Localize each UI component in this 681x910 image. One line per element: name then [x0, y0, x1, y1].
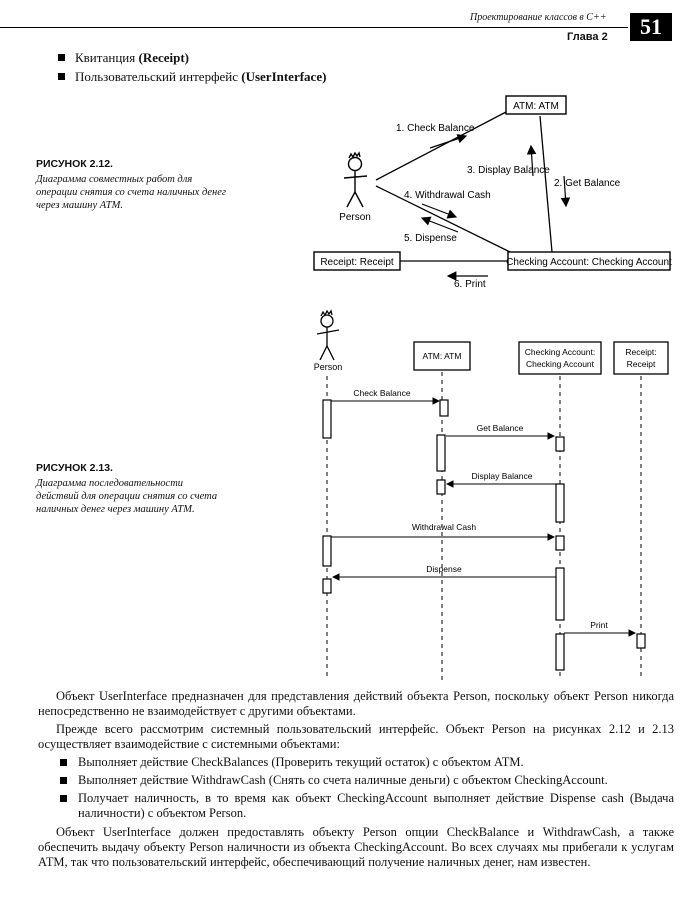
account-object-label: Checking Account: Checking Account [506, 257, 672, 268]
person-actor-icon [343, 151, 368, 208]
receipt-lifeline-box [613, 341, 669, 375]
activation-bar [436, 434, 446, 472]
bullet-square-icon [58, 54, 65, 61]
collaboration-diagram: ATM: ATM Receipt: Receipt Checking Accou… [313, 95, 672, 290]
seq-msg-print: Print [590, 620, 608, 630]
activation-bar [322, 399, 332, 439]
activation-bar [439, 399, 449, 417]
msg-print: 6. Print [454, 279, 486, 290]
bullet-square-icon [58, 73, 65, 80]
chapter-label: Глава 2 [567, 31, 608, 43]
msg-get-balance: 2. Get Balance [554, 178, 621, 189]
activation-bar [555, 483, 565, 523]
account-lifeline-label-2: Checking Account [526, 359, 595, 369]
body-text: Объект UserInterface предназначен для пр… [38, 689, 674, 873]
list-item: Получает наличность, в то время как объе… [60, 791, 674, 821]
atm-lifeline-box [413, 341, 471, 371]
msg-dispense: 5. Dispense [404, 233, 457, 244]
figure-2-13-caption: Диаграмма последовательности действий дл… [36, 478, 218, 515]
page-number: 51 [630, 13, 672, 41]
activation-bar [436, 479, 446, 495]
person-actor-icon [316, 309, 340, 361]
msg-display-balance: 3. Display Balance [467, 165, 550, 176]
activation-bar [555, 436, 565, 452]
atm-object-label: ATM: ATM [513, 101, 559, 112]
book-title: Проектирование классов в C++ [470, 12, 607, 23]
account-lifeline-label-1: Checking Account: [525, 347, 595, 357]
paragraph: Объект UserInterface должен предоставлят… [38, 825, 674, 869]
activation-bar [555, 567, 565, 621]
receipt-object-label: Receipt: Receipt [320, 257, 394, 268]
bullet-userinterface: Пользовательский интерфейс (UserInterfac… [58, 69, 326, 85]
header-rule [0, 27, 628, 28]
activation-bar [636, 633, 646, 649]
paragraph: Объект UserInterface предназначен для пр… [38, 689, 674, 718]
activation-bar [555, 633, 565, 671]
receipt-lifeline-label-2: Receipt [627, 359, 656, 369]
seq-msg-check-balance: Check Balance [353, 388, 410, 398]
seq-msg-withdrawal-cash: Withdrawal Cash [412, 522, 477, 532]
receipt-lifeline-label-1: Receipt: [625, 347, 656, 357]
seq-msg-display-balance: Display Balance [472, 471, 533, 481]
atm-object-box [505, 95, 567, 115]
activation-bar [555, 535, 565, 551]
activation-bar [322, 535, 332, 567]
account-lifeline-box [518, 341, 602, 375]
sequence-diagram: Person ATM: ATM Checking Account: Checki… [314, 309, 669, 680]
person-lifeline-label: Person [314, 362, 343, 372]
seq-msg-get-balance: Get Balance [477, 423, 524, 433]
figure-2-13-label: РИСУНОК 2.13. [36, 462, 113, 474]
paragraph: Прежде всего рассмотрим системный пользо… [38, 722, 674, 751]
msg-check-balance: 1. Check Balance [396, 123, 475, 134]
list-item: Выполняет действие WithdrawCash (Снять с… [60, 773, 674, 788]
msg-withdrawal-cash: 4. Withdrawal Cash [404, 190, 491, 201]
figure-2-12-label: РИСУНОК 2.12. [36, 158, 113, 170]
bullet-list: Выполняет действие CheckBalances (Провер… [38, 755, 674, 821]
person-actor-label: Person [339, 212, 371, 223]
list-item: Выполняет действие CheckBalances (Провер… [60, 755, 674, 770]
activation-bar [322, 578, 332, 594]
seq-msg-dispense: Dispense [426, 564, 462, 574]
bullet-receipt: Квитанция (Receipt) [58, 50, 189, 66]
figure-2-12-caption: Диаграмма совместных работ для операции … [36, 174, 227, 211]
receipt-object-box [313, 251, 401, 271]
account-object-box [507, 251, 671, 271]
atm-lifeline-label: ATM: ATM [423, 351, 462, 361]
